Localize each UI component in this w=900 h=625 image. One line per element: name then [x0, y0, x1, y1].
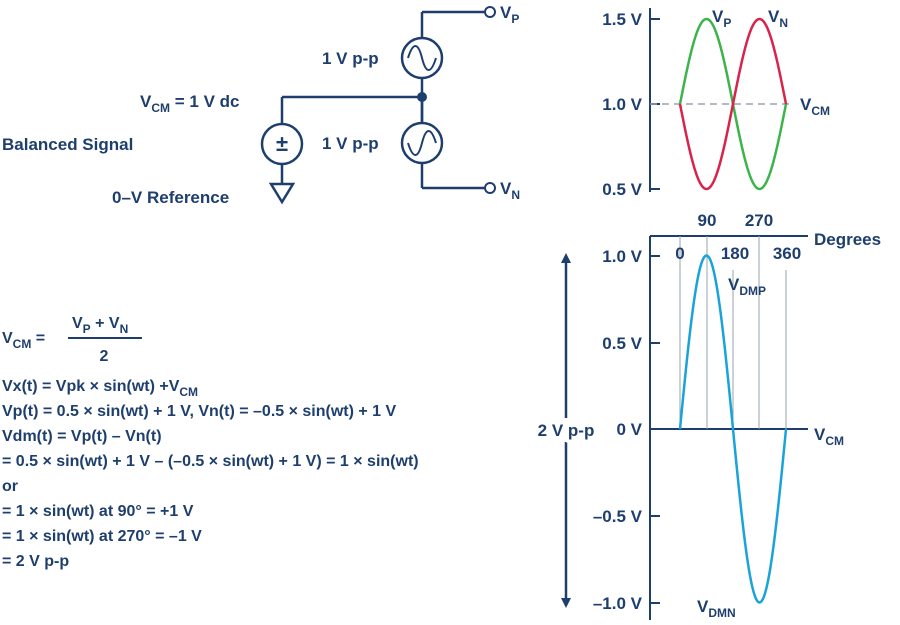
top-vcm-label: VCM — [800, 95, 830, 118]
bottom-ytick-1.0: 1.0 V — [602, 247, 642, 266]
equation-line-6: = 1 × sin(wt) at 90° = +1 V — [2, 503, 194, 520]
vp-terminal — [484, 6, 496, 18]
source-bottom-label: 1 V p-p — [322, 134, 379, 153]
dc-source-symbol: ± — [276, 131, 288, 156]
reference-label: 0–V Reference — [112, 188, 229, 207]
top-ytick-1.0: 1.0 V — [602, 95, 642, 114]
degrees-axis-label: Degrees — [814, 230, 881, 249]
source-top-label: 1 V p-p — [322, 49, 379, 68]
top-ytick-0.5: 0.5 V — [602, 180, 642, 199]
vn-terminal — [484, 182, 496, 194]
bottom-xtick-360: 360 — [773, 244, 801, 263]
ac-source-icon — [400, 36, 444, 80]
series-vp-label: VP — [712, 7, 731, 30]
equation-line-1: Vx(t) = Vpk × sin(wt) +VCM — [2, 378, 198, 399]
bottom-ytick-0.5: 0.5 V — [602, 334, 642, 353]
equations: VCM = VP + VN 2 Vx(t) = Vpk × sin(wt) +V… — [2, 315, 419, 570]
equation-line-4: = 0.5 × sin(wt) + 1 V – (–0.5 × sin(wt) … — [2, 453, 419, 470]
span-label: 2 V p-p — [538, 421, 595, 440]
equation-line-7: = 1 × sin(wt) at 270° = –1 V — [2, 528, 202, 545]
series-vn-line — [678, 17, 788, 191]
vcm-dc-label: VCM = 1 V dc — [140, 92, 239, 115]
top-xtick-270: 270 — [745, 211, 773, 230]
vdmp-label: VDMP — [728, 275, 766, 298]
ground-icon — [268, 182, 296, 205]
bottom-chart: 1.0 V 0.5 V 0 V –0.5 V –1.0 V 0 180 360 … — [535, 230, 881, 620]
series-vn-label: VN — [768, 7, 788, 30]
series-vdm-line — [678, 254, 788, 604]
bottom-ytick-neg0.5: –0.5 V — [593, 507, 643, 526]
vcm-equation-denominator: 2 — [100, 348, 109, 365]
bottom-xtick-0: 0 — [675, 244, 684, 263]
bottom-xtick-180: 180 — [721, 244, 749, 263]
vp-node-label: VP — [500, 3, 519, 26]
bottom-ytick-neg1.0: –1.0 V — [593, 594, 643, 613]
top-xtick-90: 90 — [698, 211, 717, 230]
equation-line-3: Vdm(t) = Vp(t) – Vn(t) — [2, 428, 162, 445]
vn-node-label: VN — [500, 179, 520, 202]
equation-line-5: or — [2, 478, 18, 495]
junction-dot — [417, 92, 427, 102]
equation-line-2: Vp(t) = 0.5 × sin(wt) + 1 V, Vn(t) = –0.… — [2, 403, 397, 420]
ac-source-icon — [400, 121, 444, 165]
bottom-ytick-0: 0 V — [616, 420, 642, 439]
bottom-vcm-label: VCM — [814, 425, 844, 448]
vdmn-label: VDMN — [697, 597, 736, 620]
top-ytick-1.5: 1.5 V — [602, 10, 642, 29]
circuit — [280, 10, 485, 190]
balanced-signal-label: Balanced Signal — [2, 135, 133, 154]
dc-source-icon: ± — [260, 122, 304, 166]
vcm-equation-lhs: VCM = — [2, 330, 45, 351]
top-chart: 1.5 V 1.0 V 0.5 V VP VN VCM 90 270 — [602, 7, 830, 230]
vcm-equation-numerator: VP + VN — [72, 315, 128, 336]
equation-line-8: = 2 V p-p — [2, 553, 69, 570]
